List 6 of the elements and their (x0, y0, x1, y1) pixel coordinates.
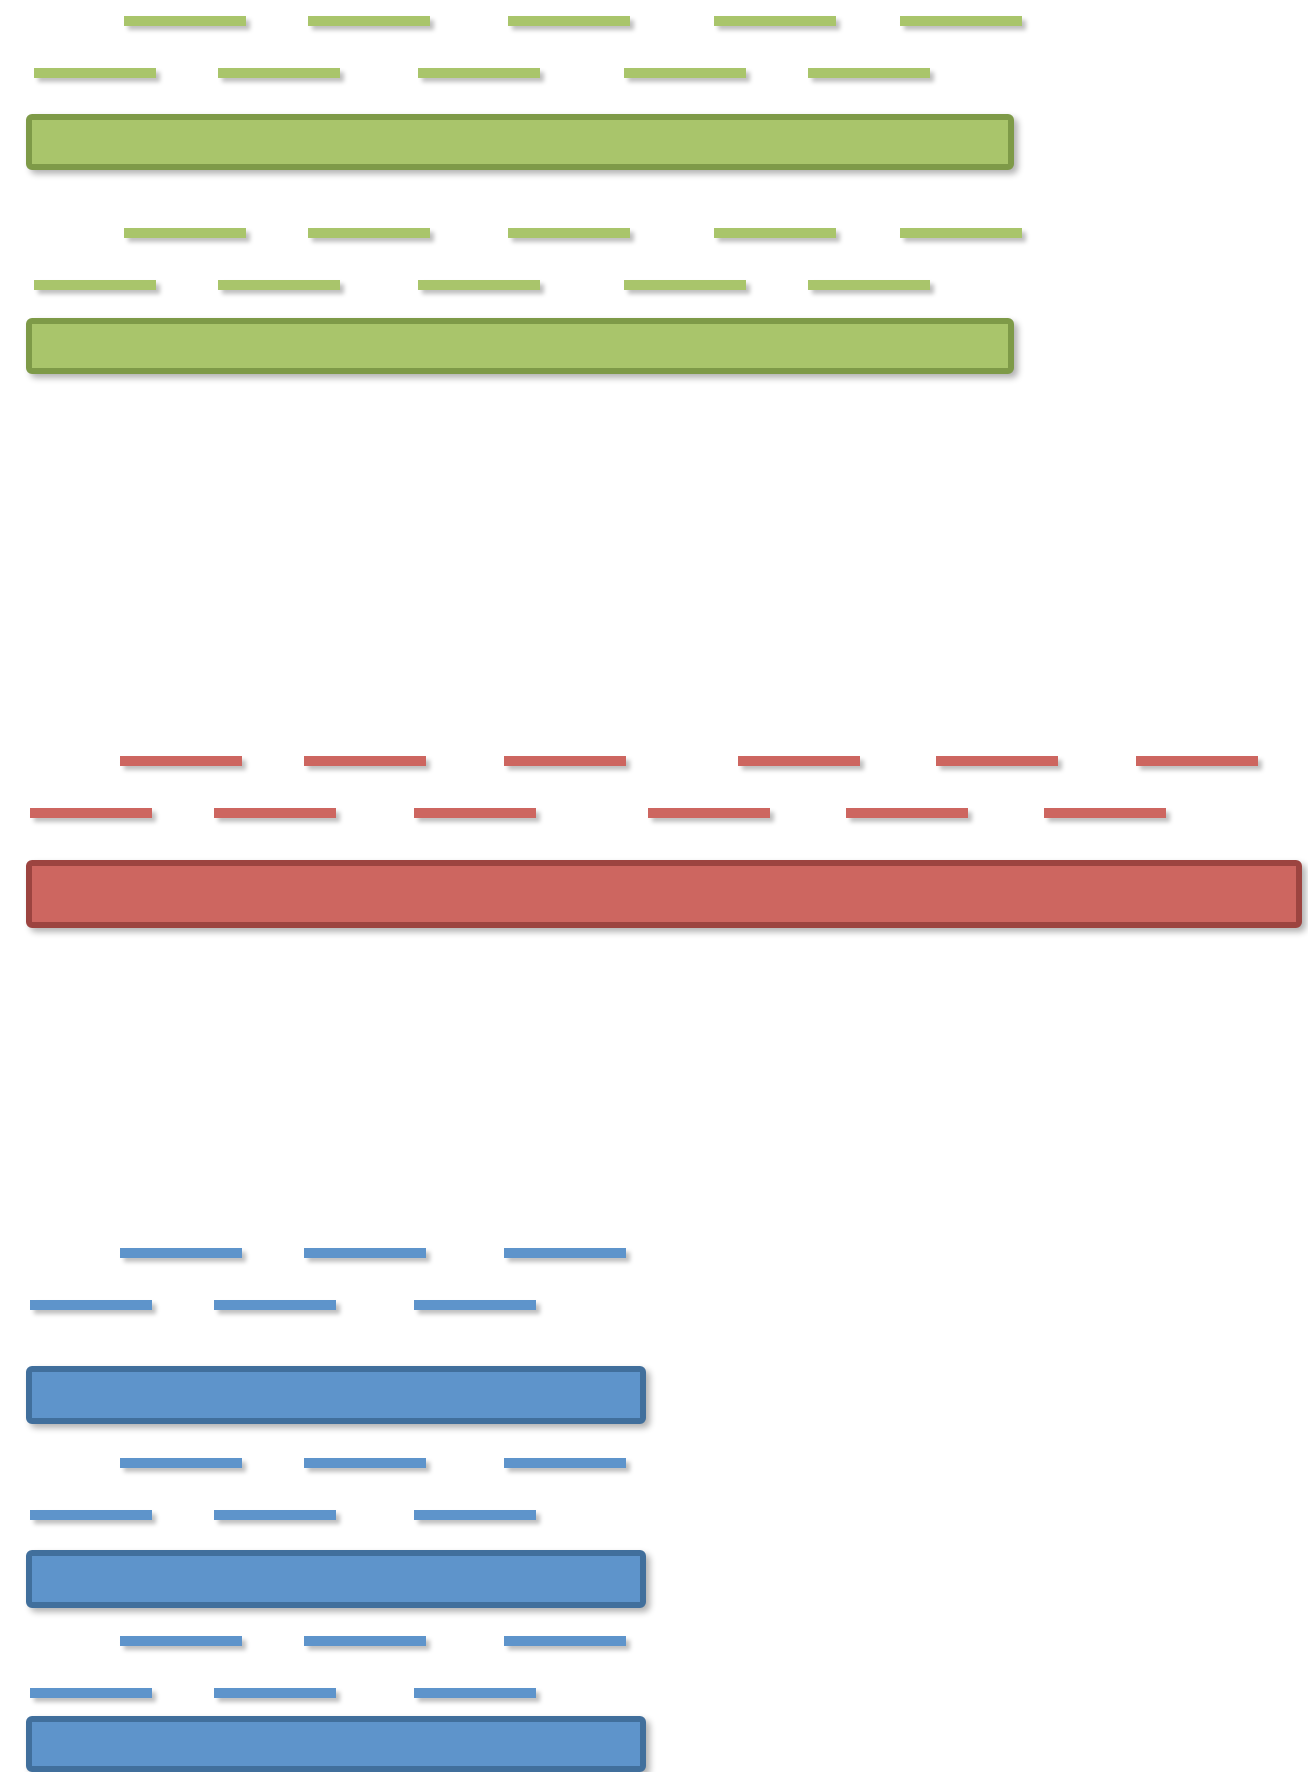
bar (26, 1550, 646, 1608)
bar (26, 318, 1014, 374)
bar (26, 860, 1302, 928)
bar (26, 1716, 646, 1772)
bar (26, 1366, 646, 1424)
bar (26, 114, 1014, 170)
